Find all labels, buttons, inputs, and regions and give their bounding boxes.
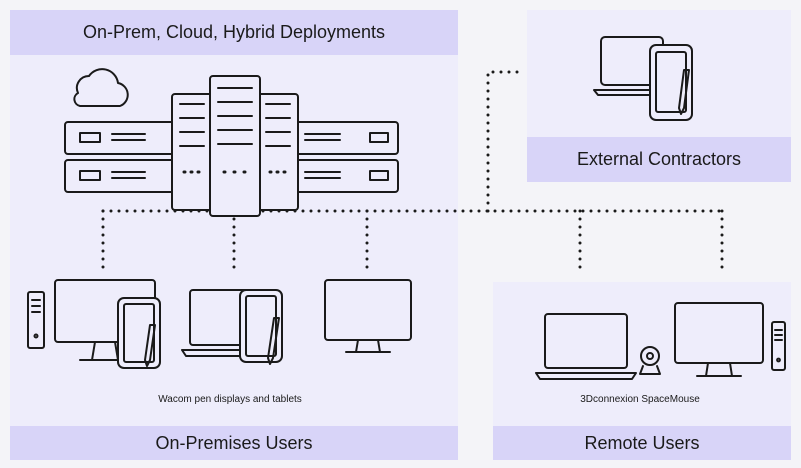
pc-tower-icon [27,291,45,349]
onprem-monitor-icon-2 [324,279,412,353]
onprem-users-title: On-Premises Users [10,426,458,460]
deployments-title: On-Prem, Cloud, Hybrid Deployments [10,10,458,55]
spacemouse-caption: 3Dconnexion SpaceMouse [580,394,700,405]
remote-users-title: Remote Users [493,426,791,460]
onprem-pen-tablet-icon-2 [239,289,283,365]
external-contractors-title: External Contractors [527,137,791,182]
remote-monitor-icon [674,302,764,377]
remote-laptop-icon [535,313,637,380]
wacom-caption: Wacom pen displays and tablets [158,394,302,405]
webcam-icon [639,346,661,375]
external-pen-tablet-icon [649,44,693,121]
onprem-pen-tablet-icon-1 [117,297,161,369]
remote-pc-tower-icon [771,321,786,371]
server-rack-icon [64,75,399,217]
cloud-icon [73,68,129,107]
